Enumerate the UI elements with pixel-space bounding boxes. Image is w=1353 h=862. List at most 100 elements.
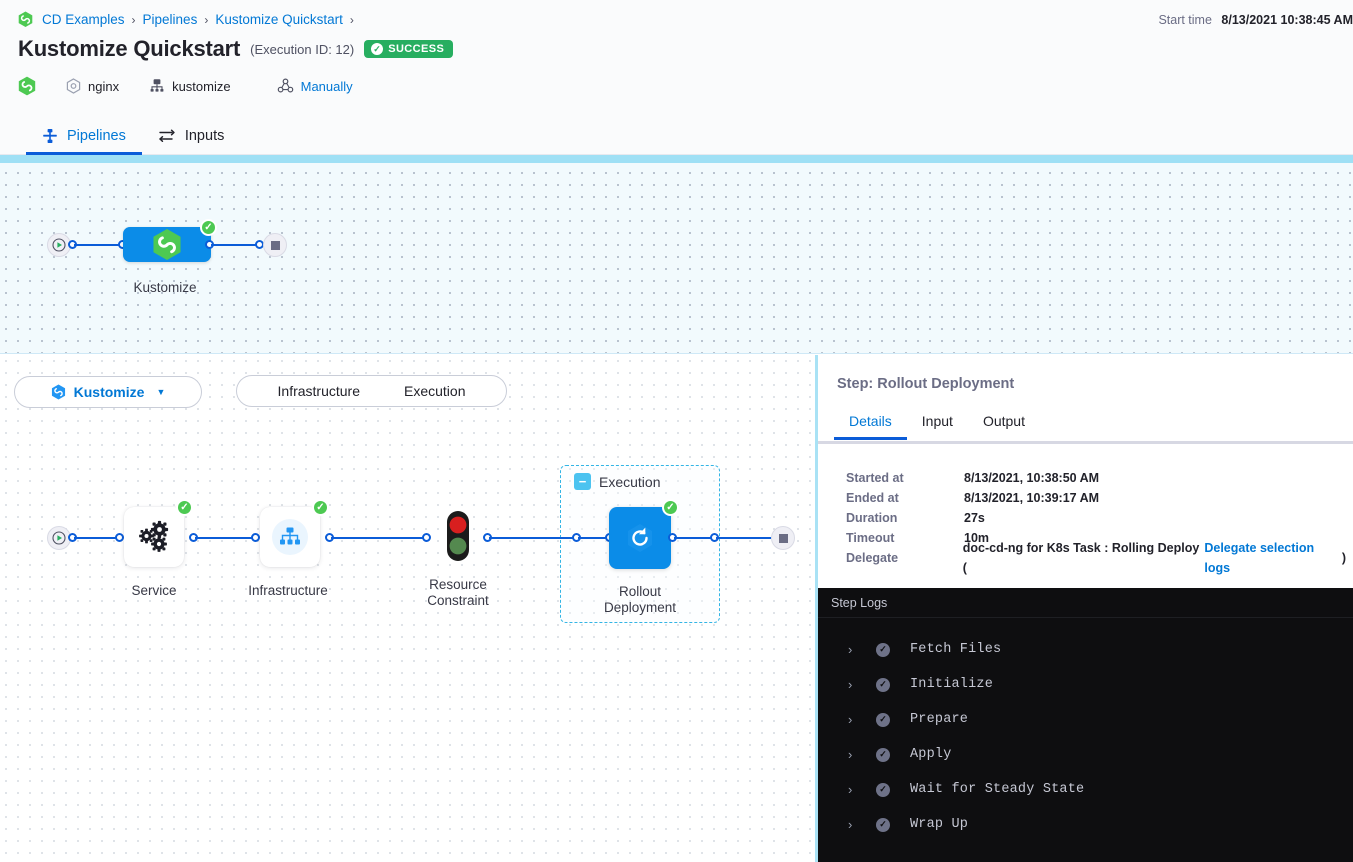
delegate-selection-logs-link[interactable]: Delegate selection logs [1204,541,1315,575]
stop-square-icon [778,533,788,543]
stage-node-kustomize[interactable] [123,227,211,262]
step-detail-panel: Step: Rollout Deployment Details Input O… [815,355,1353,862]
play-circle-icon [52,238,66,252]
harness-logo-icon [153,228,181,261]
meta-item-service: nginx [66,78,119,94]
section-tab-infrastructure[interactable]: Infrastructure [277,383,360,399]
tab-pipelines-label: Pipelines [67,128,126,144]
log-row-wrap-up[interactable]: › ✓ Wrap Up [818,807,1353,842]
detail-value: 10m [964,531,990,545]
graph-edge [331,537,427,539]
status-success-icon: ✓ [200,219,217,236]
detail-key: Started at [846,471,904,485]
page-header: CD Examples › Pipelines › Kustomize Quic… [0,0,1353,155]
execution-group-label[interactable]: − Execution [574,473,660,490]
execution-id-label: (Execution ID: 12) [250,41,355,57]
detail-row-started-at: Started at 8/13/2021, 10:38:50 AM [846,468,1346,488]
rollout-refresh-icon [628,524,652,552]
harness-logo-icon [18,11,33,28]
log-row-apply[interactable]: › ✓ Apply [818,737,1353,772]
log-row-label: Wrap Up [910,817,969,832]
detail-row-delegate: Delegate doc-cd-ng for K8s Task : Rollin… [846,541,1346,575]
detail-row-duration: Duration 27s [846,508,1346,528]
chevron-down-icon: ▼ [156,387,166,397]
stage-canvas[interactable]: − Execution [0,355,815,862]
stage-node-resource-constraint-label: Resource Constraint [398,577,518,609]
step-node-rollout-deployment[interactable] [609,507,671,569]
service-hex-icon [66,78,81,94]
chevron-right-icon[interactable]: › [848,642,853,657]
meta-item-trigger[interactable]: Manually [277,78,353,94]
log-row-prepare[interactable]: › ✓ Prepare [818,702,1353,737]
detail-key: Delegate [846,551,899,565]
start-time-value: 8/13/2021 10:38:45 AM [1221,13,1353,27]
graph-edge [578,537,612,539]
stage-end-node[interactable] [771,526,795,550]
status-success-icon: ✓ [176,499,193,516]
detail-key: Timeout [846,531,895,545]
chevron-right-icon[interactable]: › [848,817,853,832]
breadcrumb-item-1[interactable]: Pipelines [142,12,198,27]
label-line-1: Resource [429,577,487,592]
graph-edge [195,537,253,539]
graph-port [115,533,124,542]
tab-inputs-label: Inputs [184,128,225,144]
chevron-right-icon[interactable]: › [848,747,853,762]
stage-node-service[interactable] [124,507,184,567]
tab-pipelines[interactable]: Pipelines [26,128,142,155]
label-line-2: Deployment [603,600,677,615]
step-detail-tab-underline [818,441,1353,444]
pipeline-canvas[interactable]: ✓ Kustomize [0,155,1353,354]
minus-icon[interactable]: − [574,473,591,490]
breadcrumb-separator: › [349,12,354,27]
stage-node-infrastructure[interactable] [260,507,320,567]
inputs-icon [158,128,176,144]
tab-details[interactable]: Details [834,413,907,440]
pipeline-end-node[interactable] [263,233,287,257]
stage-node-resource-constraint[interactable] [446,510,470,567]
log-row-initialize[interactable]: › ✓ Initialize [818,667,1353,702]
chevron-right-icon[interactable]: › [848,677,853,692]
stage-selector-button[interactable]: Kustomize ▼ [14,376,202,408]
log-row-label: Apply [910,747,952,762]
label-line-1: Rollout [618,584,662,599]
chevron-right-icon[interactable]: › [848,782,853,797]
breadcrumb-item-0[interactable]: CD Examples [42,12,125,27]
detail-key: Duration [846,511,898,525]
infrastructure-node-icon [272,519,308,555]
meta-service-label: nginx [88,78,120,94]
harness-logo-icon [18,76,36,96]
breadcrumb-item-2[interactable]: Kustomize Quickstart [215,12,343,27]
meta-trigger-label[interactable]: Manually [300,78,353,94]
chevron-right-icon[interactable]: › [848,712,853,727]
step-logs-header: Step Logs [818,588,1353,618]
stop-square-icon [270,240,280,250]
graph-edge [74,244,123,246]
detail-value: 8/13/2021, 10:39:17 AM [964,491,1100,505]
log-row-label: Prepare [910,712,969,727]
tab-inputs[interactable]: Inputs [142,128,241,155]
log-row-label: Fetch Files [910,642,1002,657]
tab-output[interactable]: Output [982,413,1025,429]
step-details-list: Started at 8/13/2021, 10:38:50 AM Ended … [846,468,1346,575]
pipeline-start-node[interactable] [47,233,71,257]
tab-input[interactable]: Input [921,413,953,429]
step-detail-tabs: Details Input Output [834,413,1040,440]
breadcrumb-separator: › [204,12,209,27]
traffic-light-icon [447,511,469,561]
section-tab-execution[interactable]: Execution [404,383,466,399]
log-row-label: Initialize [910,677,994,692]
play-circle-icon [52,531,66,545]
start-time-label: Start time [1158,13,1212,27]
stage-node-infrastructure-label: Infrastructure [248,583,328,598]
log-row-fetch-files[interactable]: › ✓ Fetch Files [818,632,1353,667]
page-title: Kustomize Quickstart [18,36,241,61]
detail-row-timeout: Timeout 10m [846,528,1346,548]
check-circle-icon: ✓ [876,782,890,797]
log-row-wait-for-steady-state[interactable]: › ✓ Wait for Steady State [818,772,1353,807]
harness-logo-icon [51,384,66,400]
graph-port [422,533,431,542]
label-line-2: Constraint [427,593,489,608]
detail-value: doc-cd-ng for K8s Task : Rolling Deploy … [962,541,1200,575]
